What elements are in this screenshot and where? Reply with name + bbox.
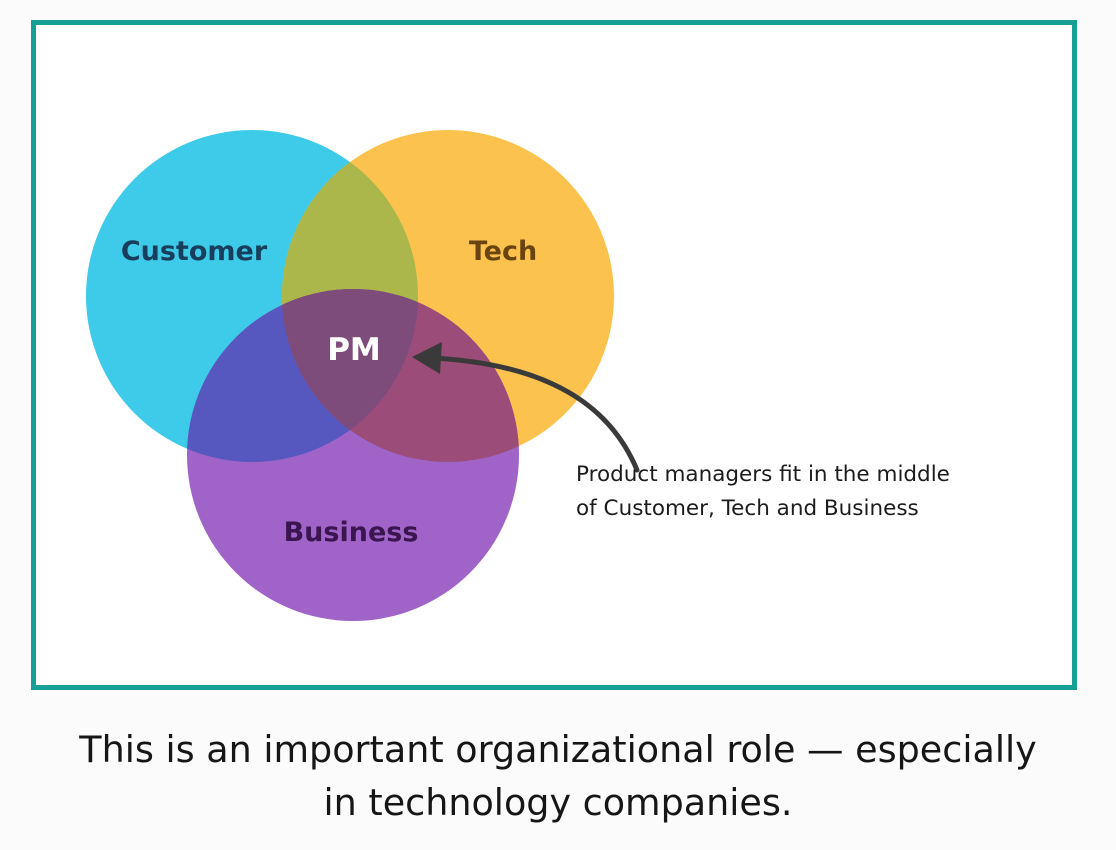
label-customer: Customer — [121, 236, 268, 267]
venn-diagram: Customer Tech Business PM — [86, 130, 640, 621]
caption-line-2: in technology companies. — [323, 781, 793, 824]
caption-line-1: This is an important organizational role… — [79, 728, 1037, 771]
label-tech: Tech — [469, 236, 537, 267]
arrow-head-icon — [412, 342, 442, 374]
annotation-text: Product managers fit in the middle of Cu… — [576, 458, 1016, 526]
annotation-line-2: of Customer, Tech and Business — [576, 496, 919, 521]
label-pm: PM — [327, 332, 381, 368]
label-business: Business — [284, 517, 419, 548]
caption: This is an important organizational role… — [0, 723, 1116, 829]
annotation-arrow-curve — [429, 355, 640, 473]
annotation-line-1: Product managers fit in the middle — [576, 462, 950, 487]
